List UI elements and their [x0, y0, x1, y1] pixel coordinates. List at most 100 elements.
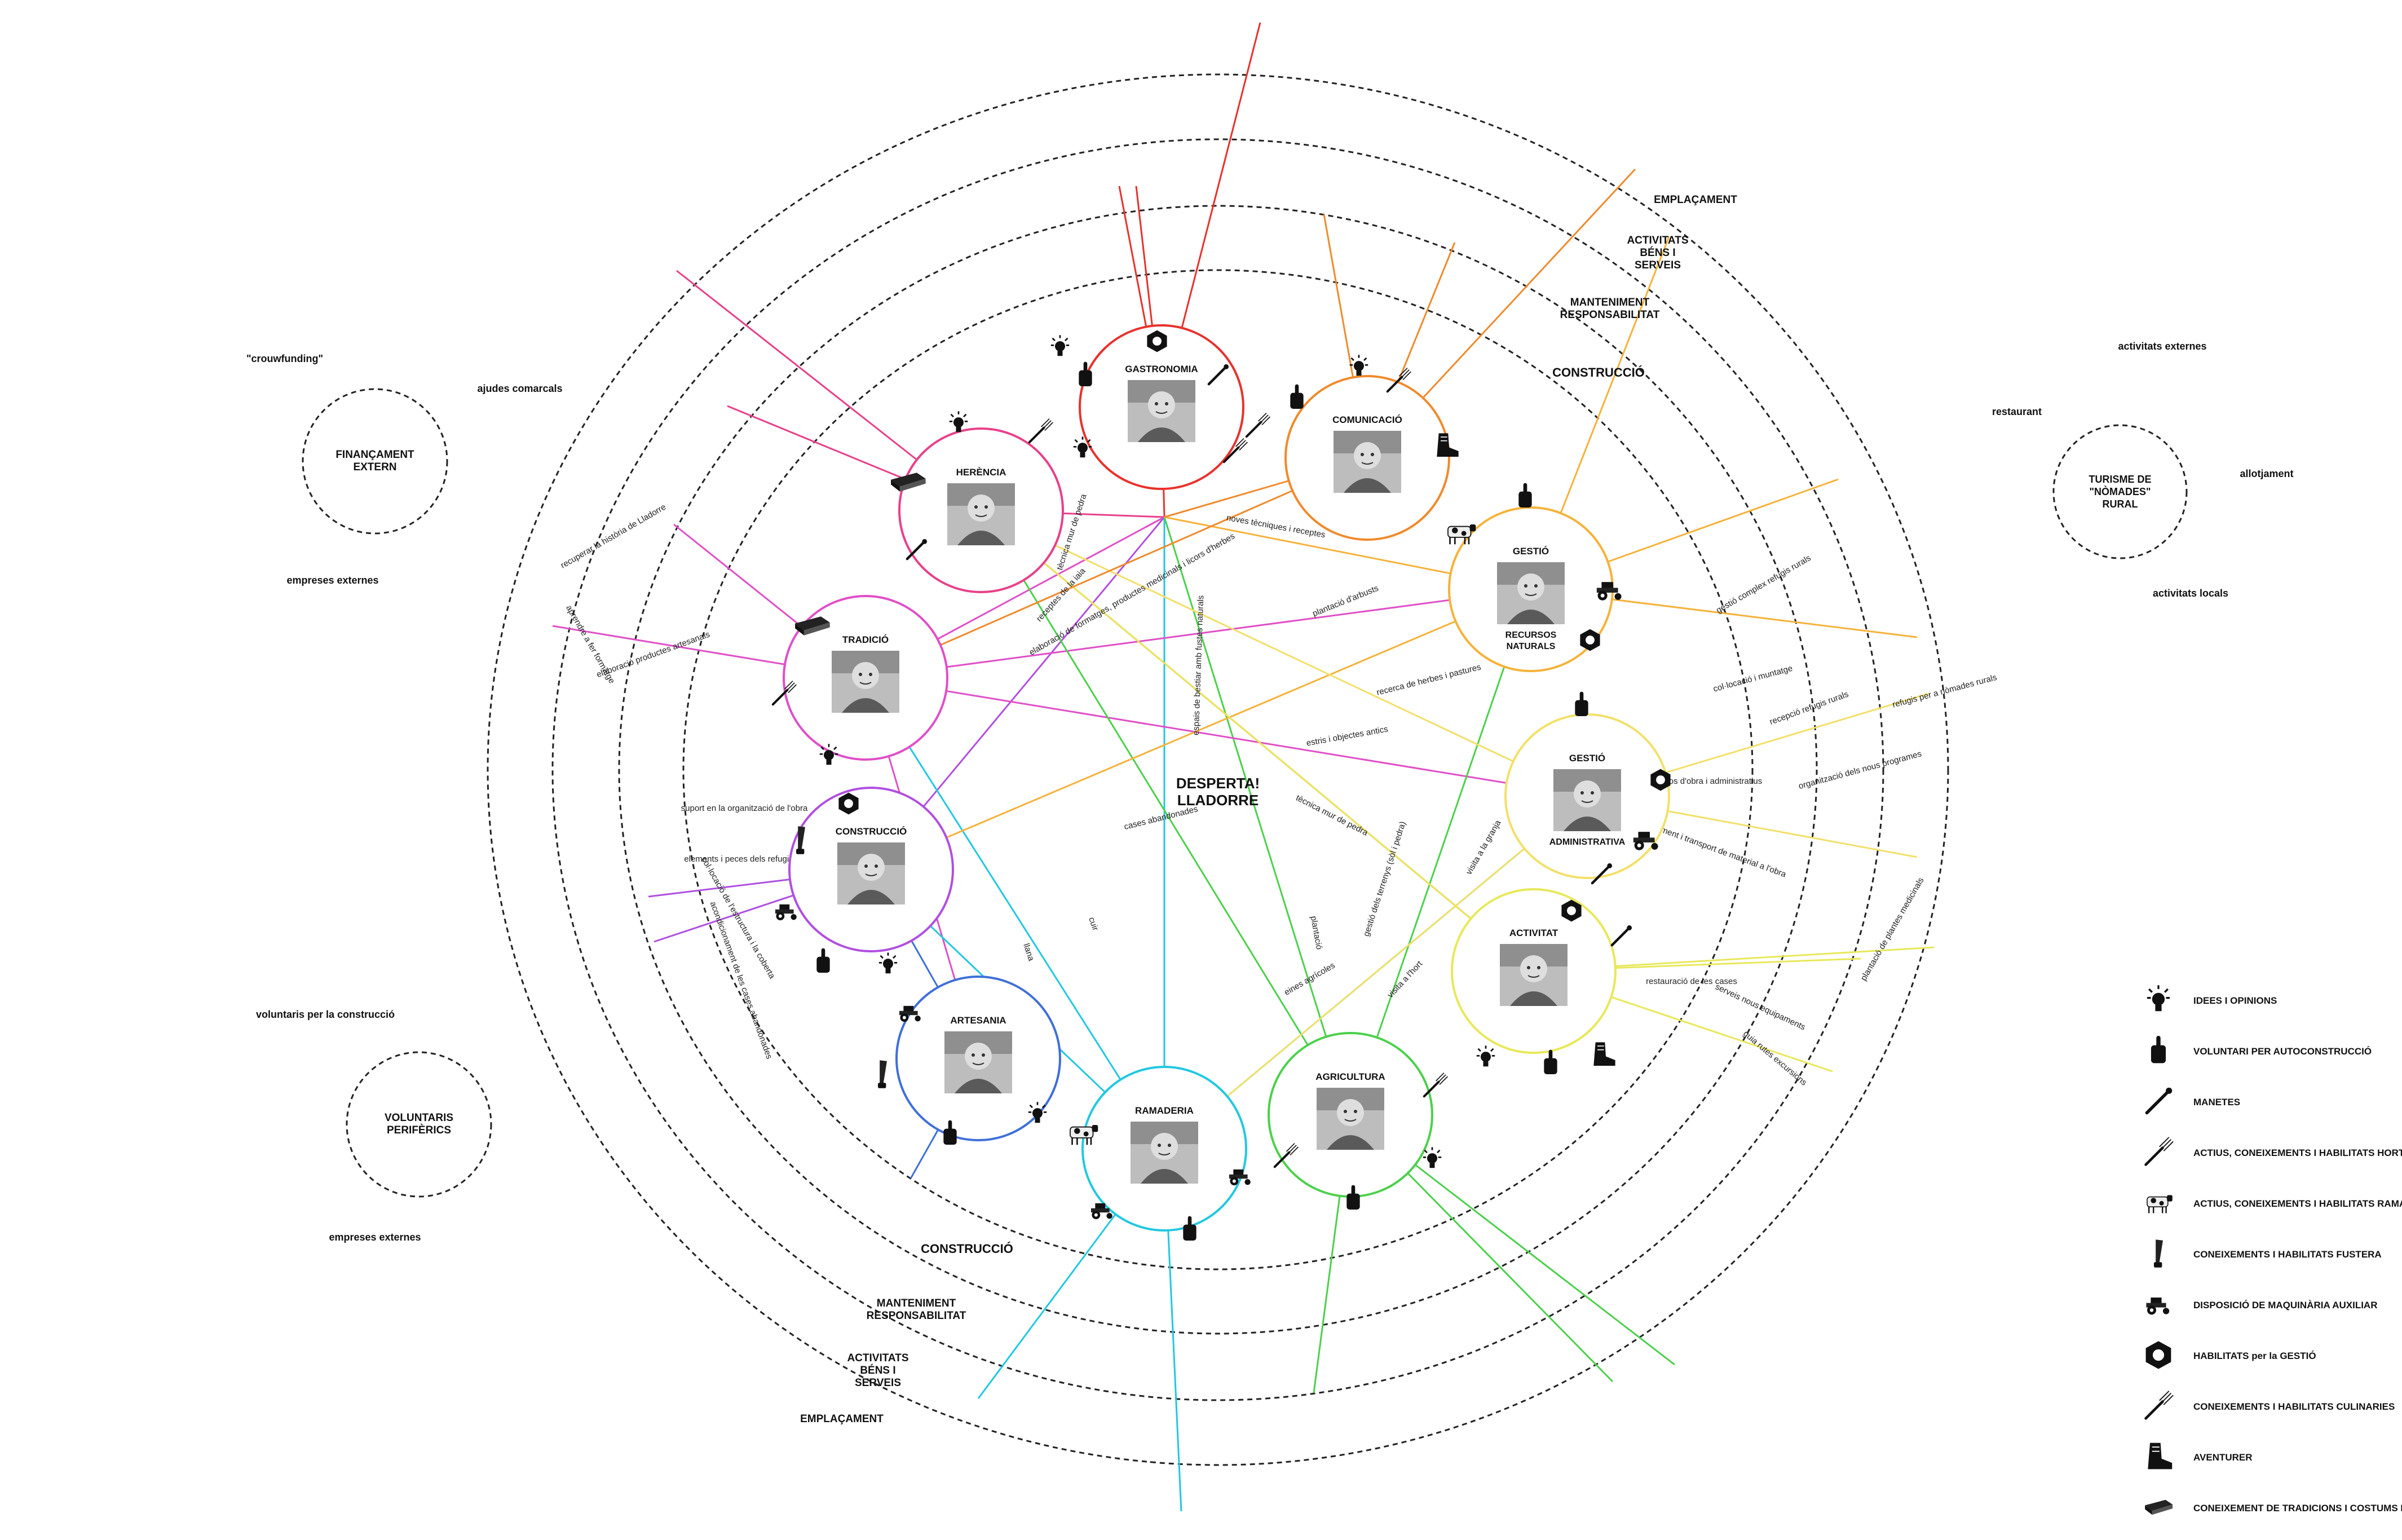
ring-label-bens-top: BÉNS I: [1640, 246, 1675, 259]
legend-item: CONEIXEMENTS I HABILITATS FUSTERA: [2154, 1239, 2382, 1268]
fork-icon: [1028, 418, 1054, 444]
ring-label-emplacament-bottom: EMPLAÇAMENT: [800, 1413, 884, 1425]
bulb-icon: [1050, 334, 1070, 357]
link-label-l32: restauració de les cases: [1646, 977, 1737, 986]
node-title-gastronomia: GASTRONOMIA: [1125, 364, 1198, 374]
node-title-comunicacio: COMUNICACIÓ: [1332, 414, 1402, 425]
portrait-photo: [947, 483, 1015, 545]
link-line: [980, 510, 1352, 1115]
label-ajudes: ajudes comarcals: [477, 383, 562, 394]
ring-label-bens-bottom: BÉNS I: [860, 1364, 895, 1376]
ring-construccio: [682, 269, 1754, 1270]
saw-icon: [2154, 1239, 2163, 1268]
portrait-photo: [1131, 1122, 1198, 1184]
link-label-l11: gestió dels terrenys (sòl i pedra): [1362, 820, 1408, 937]
bulb-icon: [1476, 1044, 1496, 1067]
ring-emplacament: [487, 73, 1949, 1466]
ring-label-serveis-bottom: SERVEIS: [855, 1377, 901, 1389]
ring-activitats: [551, 138, 1884, 1401]
link-line: [865, 457, 1368, 679]
tool-icon: [1612, 925, 1632, 945]
whisk-icon: [2146, 1391, 2174, 1419]
link-label-l19: elements i peces dels refugis: [684, 854, 793, 864]
hand-icon: [1544, 1049, 1557, 1074]
ring-label-manteniment-bottom: MANTENIMENT: [877, 1298, 956, 1309]
node-title-gestio-rn: GESTIÓ: [1513, 546, 1549, 557]
portrait-photo: [1128, 380, 1195, 442]
link-label-l14: visita a l'hort: [1385, 959, 1425, 1000]
label-activitats-locals: activitats locals: [2153, 588, 2228, 599]
bulb-icon: [878, 951, 898, 974]
label-activitats-externes: activitats externes: [2118, 341, 2206, 352]
turisme-title-1: TURISME DE: [2088, 474, 2151, 485]
turisme-title-3: RURAL: [2103, 498, 2138, 510]
center-title-1: DESPERTA!: [1176, 775, 1260, 792]
node-title-activitat: ACTIVITAT: [1509, 928, 1558, 938]
hand-icon: [1518, 483, 1532, 508]
nodes-group: GASTRONOMIACOMUNICACIÓGESTIÓRECURSOSNATU…: [783, 324, 1670, 1232]
portrait-photo: [832, 651, 899, 713]
nut-icon: [2145, 1341, 2171, 1369]
portrait-photo: [837, 842, 905, 904]
hand-icon: [2151, 1035, 2166, 1064]
legend-label: HABILITATS per la GESTIÓ: [2193, 1351, 2316, 1361]
node-herencia: HERÈNCIA: [898, 427, 1064, 593]
saw-icon: [878, 1060, 887, 1088]
hand-icon: [1290, 384, 1304, 409]
tractor-icon: [2146, 1298, 2170, 1315]
node-title-tradicio: TRADICIÓ: [842, 634, 889, 645]
ring-label-manteniment-top: MANTENIMENT: [1570, 297, 1650, 308]
node-title-construccio: CONSTRUCCIÓ: [836, 826, 907, 837]
legend-label: ACTIUS, CONEIXEMENTS I HABILITATS RAMADE…: [2193, 1198, 2402, 1209]
link-label-l13: plantació: [1309, 915, 1324, 950]
hand-icon: [816, 948, 830, 973]
node-title-artesania: ARTESANIA: [950, 1015, 1006, 1026]
legend-label: CONEIXEMENTS I HABILITATS FUSTERA: [2193, 1249, 2382, 1260]
link-label-l3: receptes de la iaia: [1035, 566, 1088, 624]
financament-circle: [302, 388, 448, 535]
ring-label-emplacament-top: EMPLAÇAMENT: [1654, 194, 1737, 206]
bulb-icon: [948, 410, 969, 433]
link-label-l16: llana: [1021, 942, 1036, 963]
ring-label-responsabilitat-top: RESPONSABILITAT: [1560, 309, 1660, 321]
legend-label: CONEIXEMENTS I HABILITATS CULINARIES: [2193, 1401, 2395, 1412]
book-icon: [2145, 1499, 2173, 1515]
legend-item: CONEIXEMENTS I HABILITATS CULINARIES: [2146, 1391, 2395, 1419]
link-label-l18: suport en la organització de l'obra: [681, 804, 808, 813]
link-label-l35: serveis nous equipaments: [1714, 982, 1807, 1032]
node-tradicio: TRADICIÓ: [783, 595, 948, 761]
link-label-l24: recuperar la història de Lladorre: [559, 502, 668, 571]
connection-lines: [552, 22, 1935, 1512]
node-ramaderia: RAMADERIA: [1081, 1066, 1247, 1232]
label-voluntaris-construccio: voluntaris per la construcció: [256, 1009, 395, 1020]
voluntaris-title-2: PERIFÈRICS: [387, 1124, 451, 1136]
label-empreses-2: empreses externes: [329, 1232, 421, 1243]
portrait-photo: [944, 1031, 1012, 1093]
node-gastronomia: GASTRONOMIA: [1079, 324, 1244, 490]
node-title-gestio-adm: GESTIÓ: [1569, 753, 1605, 764]
ring-label-construccio-top: CONSTRUCCIÓ: [1552, 365, 1645, 380]
node-subtitle2-gestio-rn: NATURALS: [1507, 642, 1556, 651]
legend-label: DISPOSICIÓ DE MAQUINÀRIA AUXILIAR: [2193, 1300, 2377, 1310]
hand-icon: [1575, 691, 1588, 716]
label-allotjament: allotjament: [2240, 468, 2293, 479]
portrait-photo: [1500, 944, 1568, 1006]
link-line: [1163, 517, 1352, 1115]
link-label-l34: plantació de plantes medicinals: [1859, 876, 1926, 982]
link-label-l6: espais de bestiar amb fustes naturals: [1191, 595, 1206, 735]
boot-icon: [2147, 1442, 2173, 1470]
ring-label-serveis-top: SERVEIS: [1635, 259, 1681, 271]
legend-item: HABILITATS per la GESTIÓ: [2145, 1341, 2316, 1369]
tool-icon: [2147, 1088, 2172, 1113]
legend-label: VOLUNTARI PER AUTOCONSTRUCCIÓ: [2193, 1046, 2372, 1057]
node-title-ramaderia: RAMADERIA: [1135, 1105, 1194, 1116]
bulb-icon: [2147, 985, 2170, 1011]
link-line: [871, 588, 1531, 871]
fork-icon: [1245, 412, 1271, 438]
node-comunicacio: COMUNICACIÓ: [1284, 375, 1450, 541]
link-label-l29: moviment i transport de material a l'obr…: [1642, 819, 1787, 880]
fork-icon: [2146, 1137, 2174, 1165]
legend-item: ACTIUS, CONEIXEMENTS I HABILITATS HORTÍC…: [2146, 1137, 2402, 1165]
